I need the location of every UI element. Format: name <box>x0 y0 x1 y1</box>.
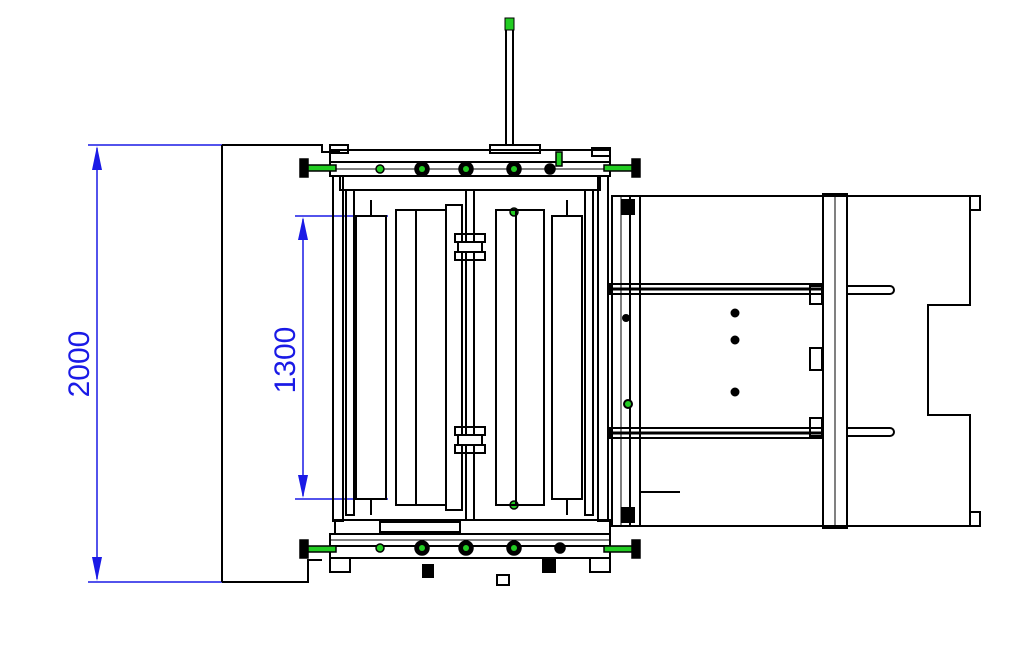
dimension-1300: 1300 <box>269 215 388 500</box>
bottom-cross-member <box>334 519 611 535</box>
roller-2 <box>395 209 417 506</box>
center-block <box>809 347 823 371</box>
handle-bottom-right-cap <box>631 539 641 559</box>
side-handles <box>299 158 641 559</box>
sprocket-bottom-5 <box>554 542 566 554</box>
sprocket-top-1-center <box>419 166 425 172</box>
outfeed-green-pin <box>623 399 633 409</box>
outfeed-corner-tl <box>621 199 635 215</box>
coupling-2 <box>454 251 486 261</box>
left-post-outer <box>332 175 344 522</box>
left-post-inner <box>345 189 355 516</box>
bar-top-extension <box>847 285 895 295</box>
top-cross-member <box>339 175 601 191</box>
top-right-bracket <box>591 147 611 157</box>
bar-top-end-block <box>809 285 823 305</box>
outfeed-hole-3 <box>730 387 740 397</box>
top-green-clip <box>555 151 563 167</box>
roller-1 <box>355 215 387 500</box>
rollers <box>355 200 583 515</box>
top-handle <box>504 17 515 145</box>
dim-2000-arrow-top <box>92 146 102 170</box>
roller-6 <box>515 209 545 506</box>
top-center-mount <box>489 144 541 154</box>
sprocket-top-5 <box>375 164 385 174</box>
right-post-outer <box>597 175 609 522</box>
sprocket-top-3-center <box>511 166 517 172</box>
handle-bottom-right <box>603 545 635 553</box>
bottom-knob-2 <box>496 574 510 586</box>
dim-1300-arrow-top <box>298 217 308 240</box>
top-beam <box>329 149 611 163</box>
dim-2000-arrow-bottom <box>92 557 102 581</box>
coupling-3-body <box>457 434 483 446</box>
side-frames <box>332 175 609 522</box>
bottom-knob-1 <box>422 564 434 578</box>
bar-bottom-end-block <box>809 417 823 437</box>
coupling-4 <box>454 444 486 454</box>
outfeed-hole-2 <box>730 335 740 345</box>
dim-1300-arrow-bottom <box>298 475 308 498</box>
center-shaft <box>454 190 486 520</box>
top-left-bracket <box>329 144 349 154</box>
handle-top-left <box>305 164 337 172</box>
coupling-1-body <box>457 241 483 253</box>
dimension-2000: 2000 <box>63 144 222 583</box>
feed-plate-top-edge <box>222 144 340 153</box>
bottom-right-foot <box>589 557 611 573</box>
outfeed-table <box>609 193 981 529</box>
handle-knob <box>504 17 515 31</box>
bottom-guard <box>379 521 461 533</box>
sprocket-top-2-center <box>463 166 469 172</box>
handle-bottom-left <box>305 545 337 553</box>
handle-top-left-cap <box>299 158 309 178</box>
dim-1300-label: 1300 <box>269 327 302 394</box>
handle-top-right <box>603 164 635 172</box>
outfeed-corner-bl <box>621 507 635 523</box>
shaft-sprockets <box>375 151 566 556</box>
bottom-knob-3 <box>542 559 556 573</box>
outfeed-hole-1 <box>730 308 740 318</box>
dim-2000-label: 2000 <box>63 331 96 398</box>
roller-5 <box>495 209 517 506</box>
outfeed-rail-hole-1 <box>622 314 630 322</box>
handle-top-right-cap <box>631 158 641 178</box>
top-frame <box>329 144 611 191</box>
right-post-inner <box>584 189 594 516</box>
outfeed-bottom-edge <box>630 511 981 527</box>
outfeed-top-edge <box>630 195 981 211</box>
roller-7 <box>551 215 583 500</box>
sprocket-bottom-1-center <box>419 545 425 551</box>
outfeed-right-profile <box>927 210 971 512</box>
roller-3 <box>415 209 447 506</box>
coupling-1 <box>454 233 486 243</box>
sprocket-bottom-2-center <box>463 545 469 551</box>
sprocket-bottom-4 <box>375 543 385 553</box>
sprocket-bottom-3-center <box>511 545 517 551</box>
feed-plate-bottom-edge <box>222 559 322 583</box>
bar-bottom-extension <box>847 427 895 437</box>
bottom-left-foot <box>329 557 351 573</box>
coupling-3 <box>454 426 486 436</box>
sprocket-top-4 <box>544 163 556 175</box>
roller-4 <box>445 204 463 511</box>
handle-bottom-left-cap <box>299 539 309 559</box>
